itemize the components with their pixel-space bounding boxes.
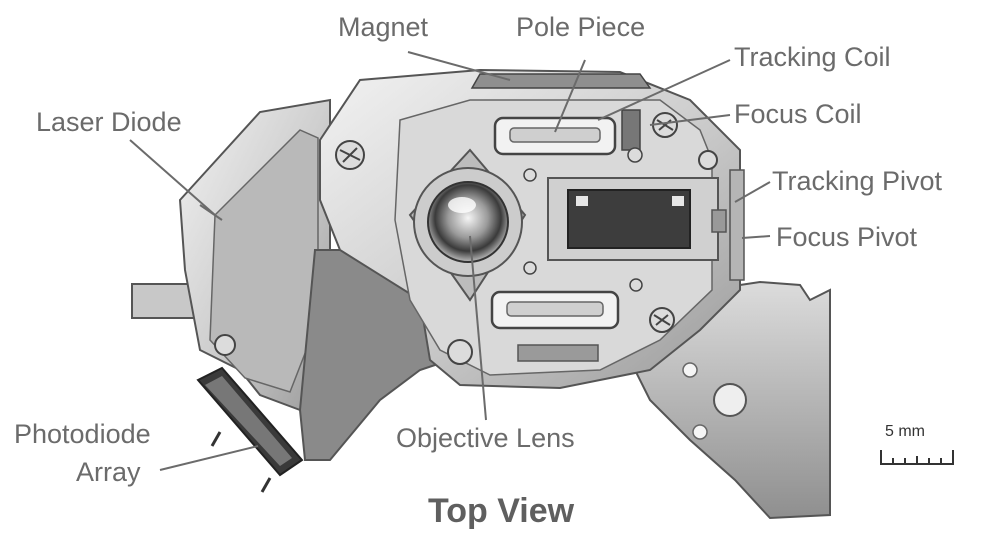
pivot-tab <box>576 196 588 206</box>
scale-bar-label: 5 mm <box>885 423 925 440</box>
focus-pivot-block <box>711 209 727 233</box>
pivot-tab <box>672 196 684 206</box>
label-tracking-pivot: Tracking Pivot <box>772 166 943 196</box>
leader-laser-diode <box>129 139 216 216</box>
label-tracking-coil: Tracking Coil <box>734 42 891 72</box>
label-focus-pivot: Focus Pivot <box>776 222 918 252</box>
screw <box>698 150 718 170</box>
label-magnet: Magnet <box>338 12 429 42</box>
screw <box>629 278 643 292</box>
label-objective-lens: Objective Lens <box>396 423 575 453</box>
lens-highlight <box>448 197 476 213</box>
diagram-title: Top View <box>428 492 575 530</box>
pivot-window <box>567 189 691 249</box>
leader-pole-piece <box>554 59 586 133</box>
leader-focus-pivot <box>741 235 771 239</box>
label-photodiode-line2: Array <box>76 457 141 487</box>
lower-pole-piece <box>506 301 604 317</box>
leader-photodiode <box>159 445 259 471</box>
label-pole-piece: Pole Piece <box>516 12 645 42</box>
scale-bar: 5 mm <box>880 423 954 465</box>
screws <box>214 112 718 365</box>
label-photodiode-line1: Photodiode <box>14 419 151 449</box>
photodiode-array <box>196 366 304 493</box>
leader-magnet <box>407 51 511 81</box>
screw <box>523 261 537 275</box>
upper-pole-piece <box>509 127 601 143</box>
screw <box>214 334 236 356</box>
screw <box>627 147 643 163</box>
bracket-hole <box>713 383 747 417</box>
tracking-pivot-spring <box>729 169 745 281</box>
bracket-hole-small <box>682 362 698 378</box>
labels: Magnet Pole Piece Tracking Coil Focus Co… <box>14 12 943 487</box>
screw <box>523 168 537 182</box>
pickup-assembly <box>131 68 831 520</box>
leader-focus-coil <box>649 114 731 126</box>
leader-tracking-pivot <box>734 181 771 203</box>
leader-objective-lens <box>469 235 487 421</box>
focus-coil-block <box>621 109 641 151</box>
bottom-magnet <box>517 344 599 362</box>
bracket-hole-small <box>692 424 708 440</box>
leader-lines <box>129 51 771 471</box>
leader-tracking-coil <box>597 59 731 121</box>
label-focus-coil: Focus Coil <box>734 99 862 129</box>
label-laser-diode: Laser Diode <box>36 107 182 137</box>
magnet-strip <box>470 73 652 89</box>
objective-lens <box>427 181 509 263</box>
screw <box>447 339 473 365</box>
